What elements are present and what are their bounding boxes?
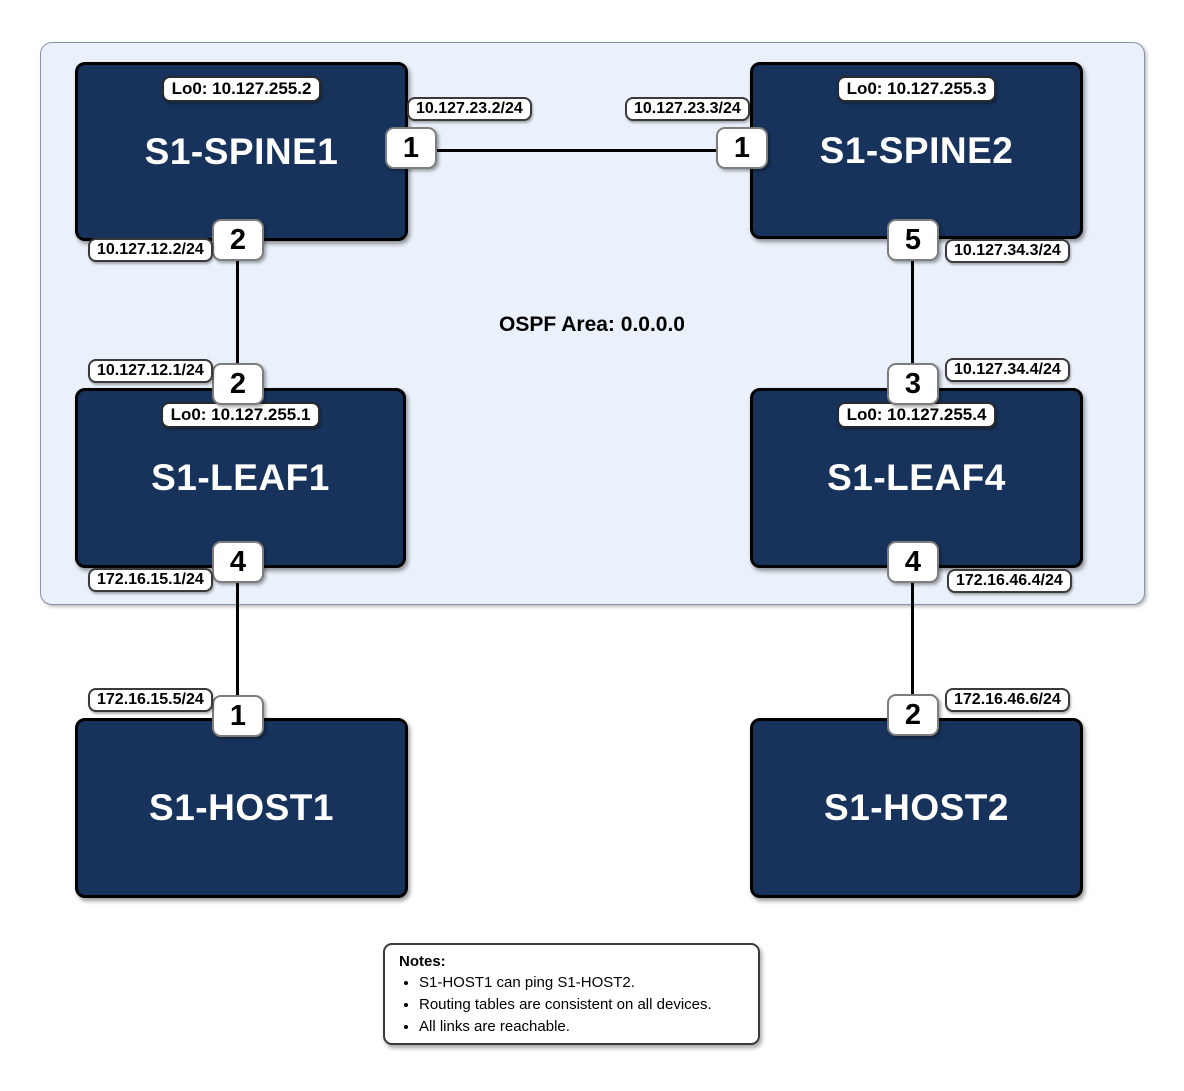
port-badge-host1-eth1: 1 bbox=[212, 695, 264, 737]
device-s1-leaf1: Lo0: 10.127.255.1 S1-LEAF1 bbox=[75, 388, 406, 568]
ip-label-leaf1-to-spine1: 10.127.12.1/24 bbox=[88, 359, 213, 383]
device-title-spine2: S1-SPINE2 bbox=[819, 129, 1014, 171]
device-title-leaf4: S1-LEAF4 bbox=[827, 457, 1006, 498]
port-badge-spine2-eth1: 1 bbox=[716, 127, 768, 169]
device-title-spine1: S1-SPINE1 bbox=[144, 130, 339, 172]
port-badge-leaf4-eth3: 3 bbox=[887, 363, 939, 405]
note-item: All links are reachable. bbox=[419, 1016, 746, 1038]
port-badge-leaf1-eth2: 2 bbox=[212, 363, 264, 405]
device-title-host2: S1-HOST2 bbox=[824, 787, 1009, 828]
port-badge-spine1-eth1: 1 bbox=[385, 127, 437, 169]
device-s1-host1: S1-HOST1 bbox=[75, 718, 408, 898]
device-s1-host2: S1-HOST2 bbox=[750, 718, 1083, 898]
ip-label-spine1-to-leaf1: 10.127.12.2/24 bbox=[88, 238, 213, 262]
ip-label-spine2-to-spine1: 10.127.23.3/24 bbox=[625, 97, 750, 121]
device-s1-spine2: Lo0: 10.127.255.3 S1-SPINE2 bbox=[750, 62, 1083, 239]
ip-label-leaf1-to-host1: 172.16.15.1/24 bbox=[88, 568, 213, 592]
device-s1-spine1: Lo0: 10.127.255.2 S1-SPINE1 bbox=[75, 62, 408, 241]
ip-label-host2-to-leaf4: 172.16.46.6/24 bbox=[945, 688, 1070, 712]
note-item: S1-HOST1 can ping S1-HOST2. bbox=[419, 972, 746, 994]
port-badge-host2-eth2: 2 bbox=[887, 694, 939, 736]
loopback-label-spine1: Lo0: 10.127.255.2 bbox=[161, 76, 322, 102]
notes-list: S1-HOST1 can ping S1-HOST2. Routing tabl… bbox=[399, 972, 746, 1038]
ip-label-leaf4-to-host2: 172.16.46.4/24 bbox=[947, 569, 1072, 593]
ip-label-leaf4-to-spine2: 10.127.34.4/24 bbox=[945, 358, 1070, 382]
link-spine1-leaf1 bbox=[236, 261, 239, 363]
notes-box: Notes: S1-HOST1 can ping S1-HOST2. Routi… bbox=[383, 943, 760, 1045]
link-spine2-leaf4 bbox=[911, 261, 914, 363]
port-badge-leaf4-eth4: 4 bbox=[887, 541, 939, 583]
loopback-label-spine2: Lo0: 10.127.255.3 bbox=[836, 76, 997, 102]
notes-title: Notes: bbox=[399, 953, 446, 970]
link-leaf1-host1 bbox=[236, 583, 239, 695]
ospf-area-label: OSPF Area: 0.0.0.0 bbox=[499, 313, 685, 336]
ip-label-spine2-to-leaf4: 10.127.34.3/24 bbox=[945, 239, 1070, 263]
ip-label-spine1-to-spine2: 10.127.23.2/24 bbox=[407, 97, 532, 121]
device-title-leaf1: S1-LEAF1 bbox=[151, 457, 330, 498]
loopback-label-leaf4: Lo0: 10.127.255.4 bbox=[836, 402, 997, 428]
loopback-label-leaf1: Lo0: 10.127.255.1 bbox=[160, 402, 321, 428]
port-badge-leaf1-eth4: 4 bbox=[212, 541, 264, 583]
port-badge-spine2-eth5: 5 bbox=[887, 219, 939, 261]
link-leaf4-host2 bbox=[911, 583, 914, 694]
device-s1-leaf4: Lo0: 10.127.255.4 S1-LEAF4 bbox=[750, 388, 1083, 568]
ip-label-host1-to-leaf1: 172.16.15.5/24 bbox=[88, 688, 213, 712]
device-title-host1: S1-HOST1 bbox=[149, 787, 334, 828]
link-spine1-spine2 bbox=[437, 149, 716, 152]
port-badge-spine1-eth2: 2 bbox=[212, 219, 264, 261]
note-item: Routing tables are consistent on all dev… bbox=[419, 994, 746, 1016]
